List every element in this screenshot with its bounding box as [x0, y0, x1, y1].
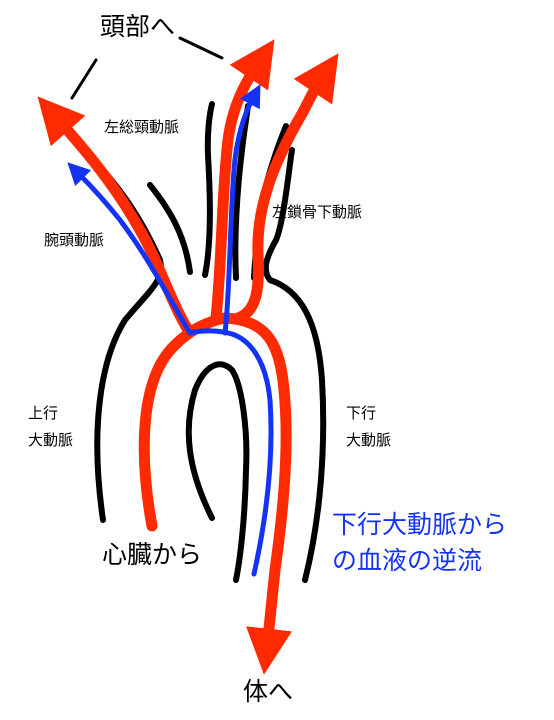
vessel-walls [97, 104, 323, 580]
carotid-left-wall [205, 104, 212, 275]
left-subclavian-label: 左鎖骨下動脈 [272, 203, 362, 222]
ascending-aorta-outer-wall [97, 170, 161, 520]
from-heart-label: 心臓から [102, 540, 202, 570]
to-body-label: 体へ [243, 677, 293, 707]
brachiocephalic-label: 腕頭動脈 [44, 231, 104, 250]
retrograde-flow-label-line2: の血液の逆流 [332, 546, 507, 576]
retrograde-flow-label-line1: 下行大動脈から [332, 510, 507, 540]
left-common-carotid-label: 左総頸動脈 [104, 118, 179, 137]
descending-aorta-label: 下行 大動脈 [346, 404, 391, 450]
descending-aorta-label-line2: 大動脈 [346, 431, 391, 450]
ascending-aorta-label: 上行 大動脈 [28, 404, 73, 450]
ascending-aorta-label-line1: 上行 [28, 404, 73, 423]
descending-aorta-label-line1: 下行 [346, 404, 391, 423]
descending-flow-arrow [225, 318, 286, 638]
head-bracket [72, 38, 222, 98]
to-head-label: 頭部へ [100, 12, 175, 42]
retrograde-flow-label: 下行大動脈から の血液の逆流 [332, 510, 507, 576]
heart-inflow-path [144, 318, 225, 526]
ascending-aorta-label-line2: 大動脈 [28, 431, 73, 450]
